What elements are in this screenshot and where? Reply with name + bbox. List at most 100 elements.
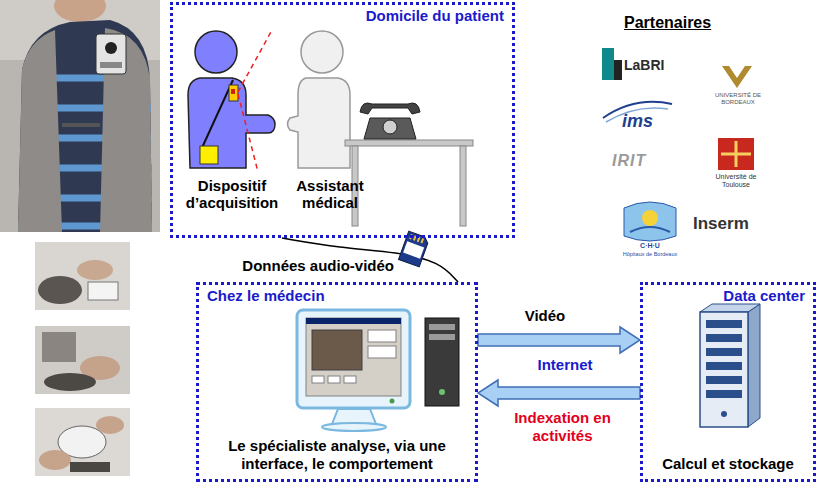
partner-logos (602, 48, 614, 80)
patient-figure (195, 31, 237, 73)
camera-frame-photo (35, 242, 130, 310)
camera-frame-photo (35, 326, 130, 394)
camera-frame-photo (96, 416, 124, 434)
edge-label: Données audio-vidéo (218, 257, 394, 275)
monitor-icon (322, 423, 386, 431)
server-icon (700, 312, 748, 427)
camera-frame-photo (35, 408, 130, 476)
monitor-icon (306, 318, 401, 396)
monitor-icon (368, 330, 396, 342)
camera-frame-photo (42, 332, 76, 362)
server-icon (700, 304, 760, 427)
logo-text: Hôpitaux de Bordeaux (612, 251, 688, 258)
server-icon (721, 411, 727, 417)
block-arrow (478, 327, 640, 353)
patient-figure (238, 30, 272, 92)
camera-frame-photo (35, 326, 130, 394)
sd-card-icon (403, 241, 424, 258)
patient-figure (229, 85, 238, 101)
wearer-photo (54, 0, 106, 22)
table-with-phone (345, 140, 473, 146)
computer-tower (429, 324, 455, 330)
network-label: Internet (520, 356, 610, 374)
partner-logos (630, 227, 670, 232)
camera-frame-photo (88, 282, 118, 300)
logo-text: C·H·U (620, 242, 680, 250)
monitor-icon (344, 376, 356, 383)
monitor-icon (297, 310, 410, 431)
wearer-photo (0, 0, 160, 232)
monitor-icon (306, 318, 401, 324)
patient-figure (201, 80, 233, 150)
camera-frame-photo (70, 462, 110, 472)
section-heading: Partenaires (624, 13, 711, 32)
region-caption: Calcul et stockage (651, 455, 805, 473)
wearer-photo (62, 123, 100, 127)
assistant-figure (301, 31, 343, 73)
partner-logos (722, 66, 752, 88)
wearer-photo (100, 62, 122, 68)
wearer-photo (18, 30, 62, 232)
camera-frame-photo (44, 373, 96, 391)
logo-text: LaBRI (624, 57, 664, 74)
assistant-figure (288, 31, 351, 168)
region-title: Data center (723, 287, 805, 305)
table-with-phone (364, 118, 416, 139)
computer-tower (425, 318, 459, 406)
server-icon (748, 304, 760, 427)
region-box: Data centerCalcul et stockage (640, 282, 816, 482)
server-icon (706, 376, 742, 384)
server-icon (706, 390, 742, 398)
wearer-photo (105, 42, 117, 54)
monitor-icon (332, 409, 376, 424)
server-icon (700, 304, 760, 312)
region-box: Chez le médecin Le spécialiste analyse, v… (196, 282, 478, 482)
region-title: Chez le médecin (207, 287, 325, 305)
wearer-photo (0, 0, 160, 232)
block-arrow (478, 380, 640, 406)
partner-logos (602, 48, 754, 241)
server-icon (706, 348, 742, 356)
edge-label: Indexation en activités (500, 409, 625, 445)
logo-text: Université de Toulouse (704, 173, 768, 189)
partner-logos (721, 141, 751, 167)
table-with-phone (345, 103, 473, 226)
sd-card-icon (420, 238, 424, 243)
assistant-figure (288, 78, 351, 168)
partner-logos (642, 210, 658, 226)
camera-frame-photo (35, 408, 130, 476)
camera-frame-photo (35, 242, 130, 310)
camera-frame-photo (39, 450, 71, 470)
monitor-icon (297, 310, 410, 408)
logo-text: IRIT (612, 151, 646, 170)
camera-frame-photo (77, 260, 113, 280)
patient-figure (200, 146, 218, 164)
edge-label: Vidéo (505, 307, 585, 325)
monitor-icon (368, 346, 396, 358)
computer-tower (425, 318, 459, 406)
patient-figure (238, 94, 258, 172)
server-icon (706, 334, 742, 342)
logo-text: Inserm (693, 214, 749, 234)
monitor-icon (312, 330, 362, 370)
wearer-photo (96, 34, 126, 74)
monitor-icon (312, 376, 324, 383)
patient-figure (231, 89, 235, 94)
logo-text: ims (622, 110, 653, 132)
figure-caption: Dispositif d’acquisition (176, 177, 288, 211)
computer-tower (429, 334, 455, 340)
figure-caption: Assistant médical (284, 177, 376, 211)
region-caption: Le spécialiste analyse, via une interfac… (207, 437, 467, 473)
server-icon (706, 320, 742, 328)
partner-logos (718, 138, 754, 170)
table-with-phone (460, 146, 466, 226)
partner-logos (624, 202, 676, 241)
wearer-photo (18, 20, 152, 232)
camera-frame-photo (38, 276, 82, 304)
logo-text: UNIVERSITÉ DE BORDEAUX (705, 92, 771, 106)
